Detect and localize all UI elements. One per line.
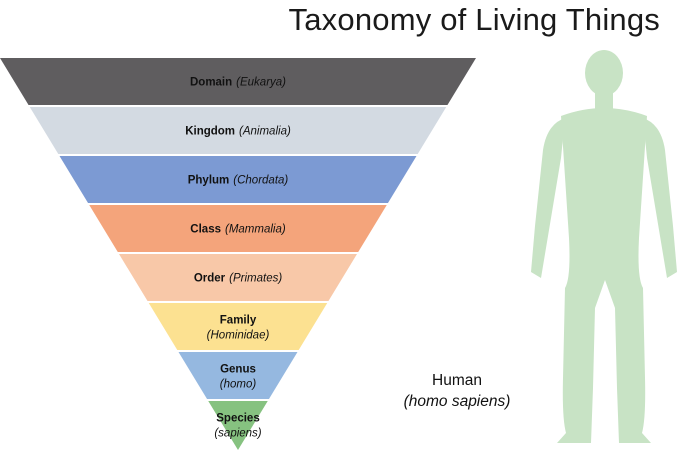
pyramid-label-class: Class (Mammalia)	[190, 224, 286, 236]
rank-name: Species	[216, 413, 259, 425]
pyramid-label-family: Family (Hominidae)	[207, 315, 270, 342]
pyramid-band-kingdom	[29, 107, 447, 154]
taxon-name: (homo)	[220, 379, 257, 391]
pyramid-label-kingdom: Kingdom (Animalia)	[185, 126, 291, 138]
taxon-name: (Primates)	[229, 273, 282, 285]
human-neck	[595, 92, 613, 110]
human-right-arm	[643, 118, 677, 278]
rank-name: Domain	[190, 77, 232, 89]
rank-name: Phylum	[188, 175, 230, 187]
taxonomy-pyramid: Domain (Eukarya) Kingdom (Animalia) Phylum(C…	[0, 58, 476, 450]
rank-name: Genus	[220, 364, 256, 376]
human-head	[585, 50, 623, 96]
human-left-arm	[531, 118, 565, 278]
pyramid-label-phylum: Phylum(Chordata)	[188, 175, 289, 187]
human-silhouette-icon	[531, 50, 677, 443]
pyramid-label-domain: Domain (Eukarya)	[190, 77, 286, 89]
pyramid-band-order	[119, 254, 357, 301]
rank-name: Order	[194, 273, 226, 285]
taxon-name: (Hominidae)	[207, 330, 270, 342]
taxon-name: (Chordata)	[233, 175, 288, 187]
pyramid-label-species: Species (sapiens)	[214, 413, 261, 440]
rank-name: Kingdom	[185, 126, 235, 138]
rank-name: Class	[190, 224, 221, 236]
human-scientific-name: (homo sapiens)	[403, 393, 511, 410]
human-body	[531, 50, 677, 443]
rank-name: Family	[220, 315, 257, 327]
pyramid-band-domain	[0, 58, 476, 105]
page-title: Taxonomy of Living Things	[288, 2, 660, 37]
pyramid-band-phylum	[59, 156, 417, 203]
pyramid-band-genus	[178, 352, 298, 399]
pyramid-label-genus: Genus (homo)	[220, 364, 257, 391]
taxon-name: (sapiens)	[214, 428, 261, 440]
pyramid-band-species	[208, 401, 268, 450]
pyramid-label-order: Order(Primates)	[194, 273, 283, 285]
taxon-name: (Mammalia)	[225, 224, 286, 236]
pyramid-band-class	[89, 205, 387, 252]
human-torso-and-legs	[557, 108, 651, 443]
taxon-name: (Animalia)	[239, 126, 291, 138]
taxon-name: (Eukarya)	[236, 77, 286, 89]
pyramid-band-family	[148, 303, 328, 350]
human-name: Human	[432, 372, 482, 389]
human-label: Human (homo sapiens)	[372, 371, 542, 413]
